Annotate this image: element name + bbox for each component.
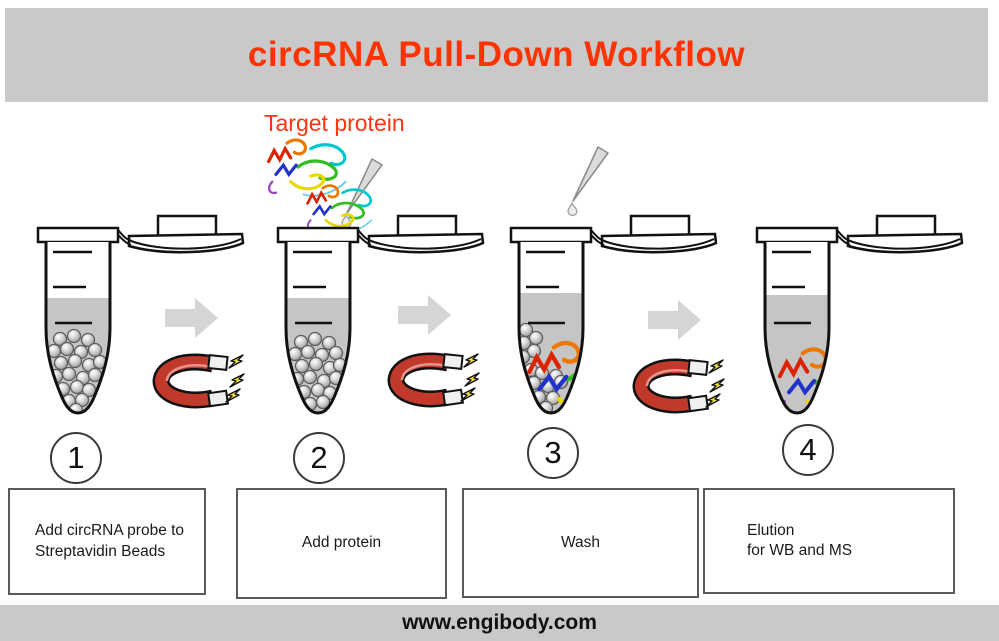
target-protein-label: Target protein xyxy=(264,110,405,136)
footer-bar: www.engibody.com xyxy=(0,605,999,641)
website-url: www.engibody.com xyxy=(402,611,597,634)
step-box-3: Wash xyxy=(462,488,699,598)
page-title: circRNA Pull-Down Workflow xyxy=(247,35,746,74)
arrow-icon-1 xyxy=(165,294,219,342)
step-number-3: 3 xyxy=(527,427,579,479)
step-label: Add circRNA probe to xyxy=(35,522,185,540)
step-label: Elution xyxy=(747,521,795,539)
step-number-4: 4 xyxy=(782,424,834,476)
arrow-icon-3 xyxy=(648,296,702,344)
step-number-1: 1 xyxy=(50,432,102,484)
step-box-4: Elution for WB and MS xyxy=(703,488,955,594)
magnet-icon-3 xyxy=(625,358,725,414)
step-box-1: Add circRNA probe to Streptavidin Beads xyxy=(8,488,206,595)
step-label: Add protein xyxy=(301,534,382,552)
tube-step3 xyxy=(509,214,718,415)
arrow-icon-2 xyxy=(398,291,452,339)
tube-cap-tab xyxy=(156,214,218,238)
title-banner: circRNA Pull-Down Workflow xyxy=(5,8,988,102)
pipette-icon-step3 xyxy=(565,143,615,219)
step-box-2: Add protein xyxy=(236,488,447,599)
tube-step2 xyxy=(276,214,485,415)
magnet-icon-1 xyxy=(145,353,245,409)
step-label: Wash xyxy=(560,533,601,551)
tube-rim xyxy=(36,226,120,244)
step-label: for WB and MS xyxy=(747,542,853,559)
tube-step1 xyxy=(36,214,245,415)
magnet-icon-2 xyxy=(380,352,480,408)
tube-step4 xyxy=(755,214,964,415)
step-label: Streptavidin Beads xyxy=(35,542,166,560)
step-number-2: 2 xyxy=(293,432,345,484)
